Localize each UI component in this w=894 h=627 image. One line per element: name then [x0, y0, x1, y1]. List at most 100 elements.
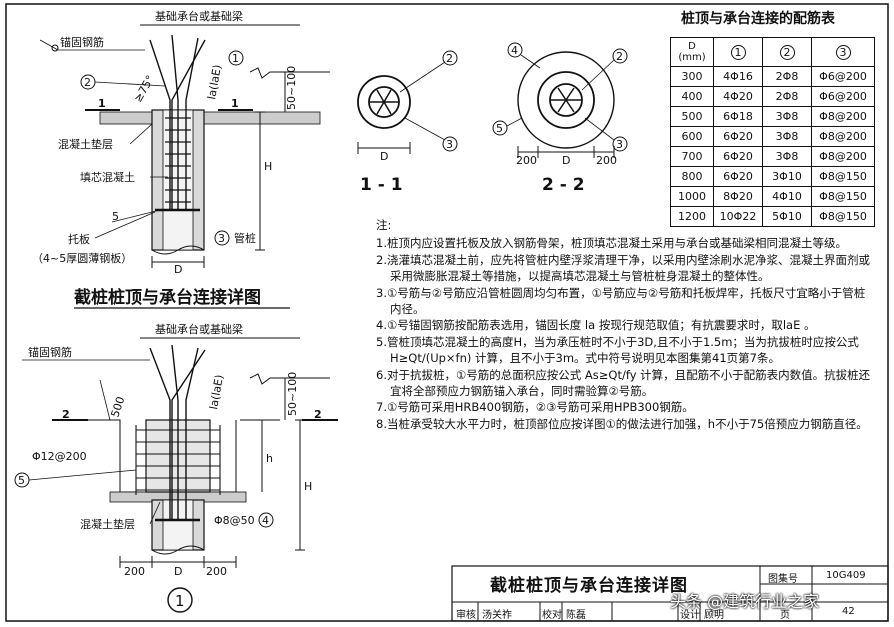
- table-cell: Φ6@200: [811, 66, 875, 87]
- s11-callout-3: 3: [446, 138, 453, 151]
- bottom-anchor-label: 锚固钢筋: [28, 345, 72, 359]
- table-cell: 4Φ20: [713, 86, 763, 107]
- bottom-concrete-pad-label: 混凝土垫层: [80, 517, 135, 531]
- page-number: 42: [842, 606, 855, 617]
- top-angle-label: ≥75°: [131, 73, 157, 104]
- section-2-2: 4 2 5 3 200 D 200 2 - 2: [492, 42, 628, 195]
- table-cell: 500: [670, 106, 714, 127]
- bottom-circle-1: 1: [175, 592, 185, 610]
- bottom-dim-h: h: [266, 452, 273, 465]
- top-dim-50-100: 50~100: [285, 66, 298, 110]
- top-tray-note: （4~5厚圆薄钢板）: [32, 251, 132, 265]
- bottom-section-mark-left: 2: [62, 408, 70, 421]
- page-label: 页: [780, 610, 790, 621]
- table-header-1: 1: [713, 37, 763, 67]
- bottom-phi12-label: Φ12@200: [32, 450, 87, 463]
- note-item: 8.当桩承受较大水平力时，桩顶部位应按详图①的做法进行加强，h不小于75倍预应力…: [376, 416, 868, 431]
- bottom-dim-50-100: 50~100: [286, 372, 299, 416]
- atlas-label: 图集号: [768, 574, 798, 585]
- title-block: [451, 565, 889, 622]
- sheet-border: [5, 3, 889, 622]
- table-cell: 4Φ16: [713, 66, 763, 87]
- bottom-la-label: la(laE): [207, 374, 226, 411]
- top-callout-3: 3: [218, 232, 225, 245]
- table-cell: Φ6@200: [811, 86, 875, 107]
- s22-dim-D: D: [562, 154, 570, 167]
- bottom-dim-500: 500: [108, 395, 127, 419]
- bottom-dim-H: H: [304, 480, 312, 493]
- bottom-dim-200a: 200: [124, 565, 145, 578]
- s22-dim-200a: 200: [516, 154, 537, 167]
- s22-callout-2: 2: [616, 50, 623, 63]
- table-cell: 800: [670, 166, 714, 187]
- table-cell: 6Φ18: [713, 106, 763, 127]
- top-callout-2: 2: [84, 76, 91, 89]
- atlas-number: 10G409: [826, 570, 866, 581]
- top-la-label: la(laE): [205, 64, 224, 101]
- bottom-section-mark-right: 2: [314, 408, 322, 421]
- top-tray-label: 托板: [68, 232, 90, 246]
- s22-callout-3: 3: [616, 138, 623, 151]
- table-header-2: 2: [762, 37, 812, 67]
- table-cell: Φ8@200: [811, 146, 875, 167]
- s22-title: 2 - 2: [542, 175, 585, 195]
- table-cell: Φ8@150: [811, 186, 875, 207]
- note-item: 3.①号筋与②号筋应沿管桩圆周均匀布置，①号筋应与②号筋和托板焊牢，托板尺寸宜略…: [376, 285, 866, 317]
- table-cell: 3Φ8: [762, 146, 812, 167]
- top-dim-H: H: [264, 160, 272, 173]
- section-1-1: 2 3 D 1 - 1: [357, 50, 458, 195]
- bottom-dim-D: D: [174, 565, 182, 578]
- top-concrete-pad-label: 混凝土垫层: [58, 137, 113, 151]
- notes-block: 注: 1.桩顶内应设置托板及放入钢筋骨架，桩顶填芯混凝土采用与承台或基础梁相同混…: [376, 217, 876, 432]
- table-cell: 600: [670, 126, 714, 147]
- table-cell: Φ8@200: [811, 106, 875, 127]
- note-item: 5.管桩顶填芯混凝土的高度H，当为承压桩时不小于3D,且不小于1.5m；当为抗拔…: [376, 334, 859, 366]
- table-cell: 4Φ10: [762, 186, 812, 207]
- note-item: 7.①号筋可采用HRB400钢筋，②③号筋可采用HPB300钢筋。: [376, 400, 694, 415]
- top-concrete-pad: [99, 111, 321, 125]
- table-cell: 2Φ8: [762, 66, 812, 87]
- s22-callout-4: 4: [511, 44, 518, 57]
- top-fill-concrete-label: 填芯混凝土: [80, 170, 135, 184]
- s22-dim-200b: 200: [596, 154, 617, 167]
- table-cell: 700: [670, 146, 714, 167]
- reviewer-name: 汤关祚: [482, 610, 512, 621]
- top-section-mark-left: 1: [98, 97, 106, 110]
- note-item: 2.浇灌填芯混凝土前，应先将管桩内壁浮浆清理干净，以采用内壁涂刷水泥净浆、混凝土…: [376, 252, 870, 284]
- table-cell: 300: [670, 66, 714, 87]
- table-cell: 6Φ20: [713, 146, 763, 167]
- top-pile-label: 管桩: [234, 231, 256, 245]
- top-pile-detail: 基础承台或基础梁: [32, 9, 330, 276]
- s11-callout-2: 2: [446, 52, 453, 65]
- table-cell: 3Φ8: [762, 106, 812, 127]
- note-item: 6.对于抗拔桩，①号筋的总面积应按公式 As≥Qt/fy 计算，且配筋不小于配筋…: [376, 367, 871, 399]
- s11-dim-D: D: [380, 150, 388, 163]
- table-cell: Φ8@150: [811, 166, 875, 187]
- bottom-callout-4: 4: [262, 514, 269, 527]
- note-item: 4.①号锚固钢筋按配筋表选用，锚固长度 la 按现行规范取值；有抗震要求时，取l…: [376, 318, 816, 333]
- top-dim-D: D: [174, 263, 182, 276]
- top-5a-label: 5: [112, 210, 119, 223]
- watermark: 头条 @建筑行业之家: [670, 592, 820, 611]
- designer-name: 顾明: [704, 610, 724, 621]
- table-cell: 6Φ20: [713, 166, 763, 187]
- bottom-dim-200b: 200: [206, 565, 227, 578]
- table-header-3: 3: [811, 37, 875, 67]
- design-label: 设计: [680, 610, 700, 621]
- top-detail-title: 截桩桩顶与承台连接详图: [74, 287, 261, 308]
- top-callout-1: 1: [232, 52, 239, 65]
- bottom-phi8-label: Φ8@50: [214, 514, 255, 527]
- check-label: 校对: [542, 610, 562, 621]
- top-section-mark-right: 1: [231, 97, 239, 110]
- table-cell: 3Φ10: [762, 166, 812, 187]
- bottom-pile-detail: 基础承台或基础梁: [14, 322, 338, 613]
